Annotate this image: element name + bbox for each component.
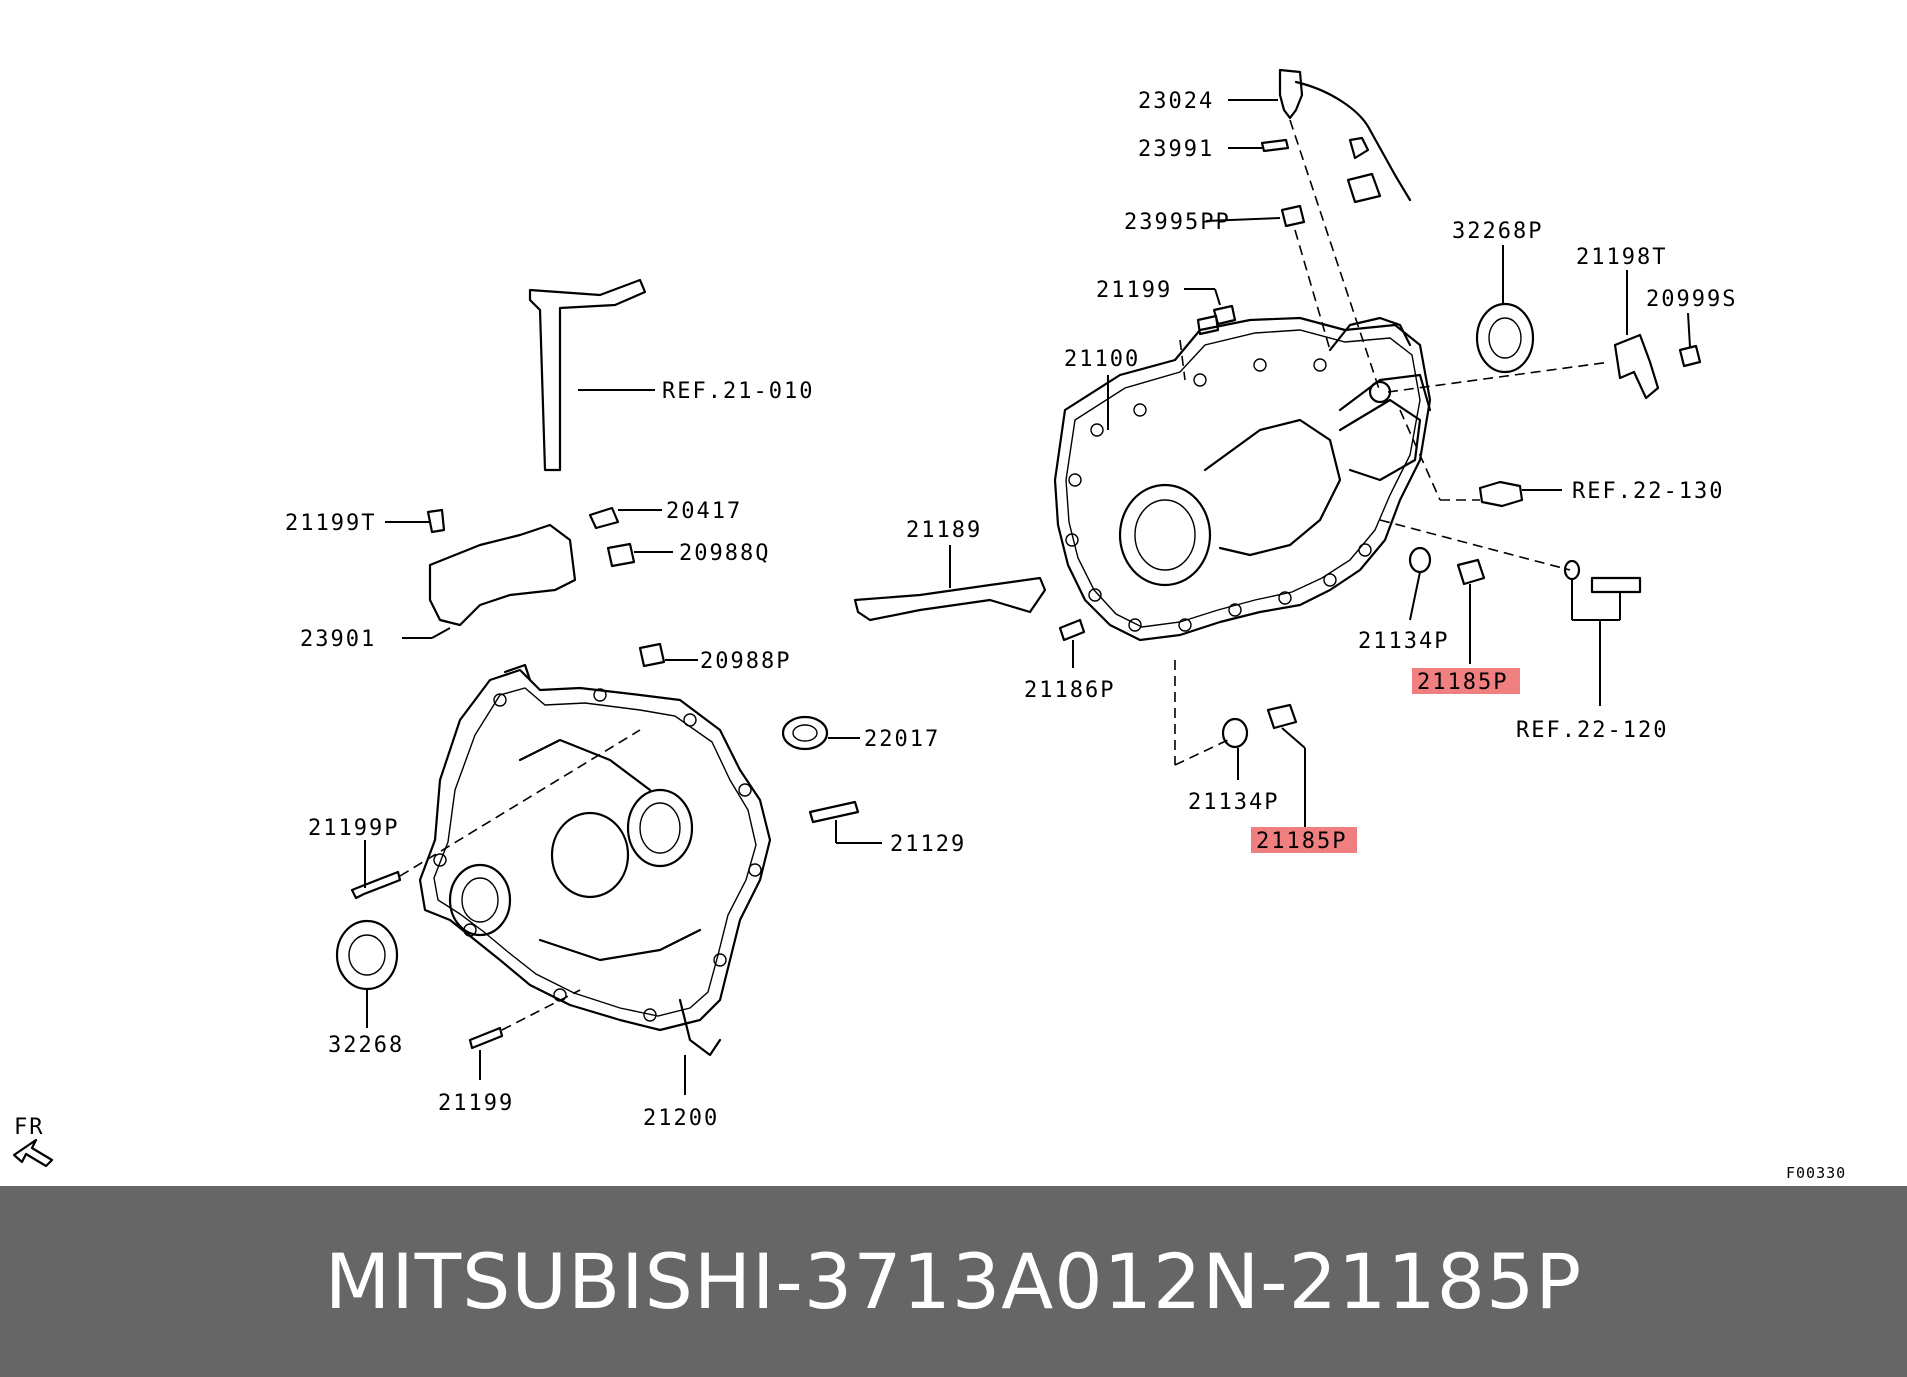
label-21199p: 21199P — [308, 816, 399, 841]
gasket-21134p-a — [1408, 546, 1432, 574]
label-21186p: 21186P — [1024, 678, 1115, 703]
label-ref-22-130: REF.22-130 — [1572, 479, 1724, 504]
bolt-21199 — [1196, 304, 1237, 336]
footer-ref-number: 21185P — [1288, 1237, 1583, 1326]
label-32268p: 32268P — [1452, 219, 1543, 244]
footer-separator-2: - — [1260, 1237, 1289, 1326]
bolt-20999s — [1678, 344, 1702, 368]
alignment-lines — [399, 119, 1611, 1031]
label-22017: 22017 — [864, 727, 940, 752]
bushing-20988p — [638, 642, 666, 668]
plug-21185p-b — [1266, 703, 1298, 730]
front-direction-arrow-icon: FR — [12, 1115, 54, 1168]
lever-21189 — [853, 576, 1047, 622]
transmission-case-21100 — [1053, 316, 1432, 642]
label-21100: 21100 — [1064, 347, 1140, 372]
label-20417: 20417 — [666, 499, 742, 524]
clutch-housing-21200 — [418, 663, 772, 1057]
o-ring-23991 — [1260, 138, 1290, 153]
bracket-21198t — [1613, 333, 1660, 400]
footer-part-number: 3713A012 — [803, 1237, 1203, 1326]
label-20999s: 20999S — [1646, 287, 1737, 312]
footer-brand: MITSUBISHI — [324, 1237, 776, 1326]
bolt-ref-22-120 — [1563, 559, 1642, 594]
label-ref-22-120: REF.22-120 — [1516, 718, 1668, 743]
label-23995pp: 23995PP — [1124, 210, 1231, 235]
fork-23901 — [428, 523, 577, 627]
footer-bar: MITSUBISHI - 3713A012 N - 21185P — [0, 1186, 1907, 1377]
label-21198t: 21198T — [1576, 245, 1667, 270]
label-21185p-a: 21185P — [1417, 670, 1508, 695]
label-ref-21-010: REF.21-010 — [662, 379, 814, 404]
parts-diagram: 23024 23991 23995PP 32268P 21198T 20999S… — [12, 68, 1846, 1182]
oil-seal-22017 — [781, 715, 829, 751]
magnet-21129 — [808, 800, 860, 824]
shift-rail-ref-21-010 — [528, 278, 647, 472]
label-21134p-b: 21134P — [1188, 790, 1279, 815]
label-32268: 32268 — [328, 1033, 404, 1058]
gasket-21134p-b — [1221, 717, 1249, 749]
label-23024: 23024 — [1138, 89, 1214, 114]
label-20988p: 20988P — [700, 649, 791, 674]
bushing-20417 — [588, 506, 620, 530]
bolt-21199-b — [468, 1026, 504, 1050]
footer-separator-1: - — [775, 1237, 804, 1326]
label-23991: 23991 — [1138, 137, 1214, 162]
oil-seal-32268p — [1475, 302, 1535, 374]
label-23901: 23901 — [300, 627, 376, 652]
footer-caption: MITSUBISHI - 3713A012 N - 21185P — [0, 1186, 1907, 1377]
direction-marker-label: FR — [14, 1115, 45, 1140]
label-21185p-b: 21185P — [1256, 829, 1347, 854]
vent-plug-ref-22-130 — [1478, 480, 1524, 508]
label-21189: 21189 — [906, 518, 982, 543]
highlight-21185p-b — [1251, 827, 1357, 853]
bushing-20988q — [606, 542, 636, 568]
highlight-21185p-a — [1412, 668, 1520, 694]
label-20988q: 20988Q — [679, 541, 770, 566]
footer-ref-prefix: N — [1202, 1237, 1261, 1326]
oil-seal-32268 — [335, 919, 399, 991]
sleeve-23995pp — [1280, 204, 1306, 228]
plug-21185p-a — [1456, 558, 1486, 586]
bolt-21199p — [350, 870, 402, 900]
leader-lines — [364, 99, 1691, 1095]
label-21199-b: 21199 — [438, 1091, 514, 1116]
label-21129: 21129 — [890, 832, 966, 857]
figure-code: F00330 — [1786, 1164, 1846, 1182]
label-21200: 21200 — [643, 1106, 719, 1131]
pin-21186p — [1058, 618, 1086, 642]
label-21134p-a: 21134P — [1358, 629, 1449, 654]
speed-sensor-23024 — [1278, 68, 1412, 204]
label-21199t: 21199T — [285, 511, 376, 536]
bolt-21199t — [426, 508, 446, 534]
label-21199-a: 21199 — [1096, 278, 1172, 303]
